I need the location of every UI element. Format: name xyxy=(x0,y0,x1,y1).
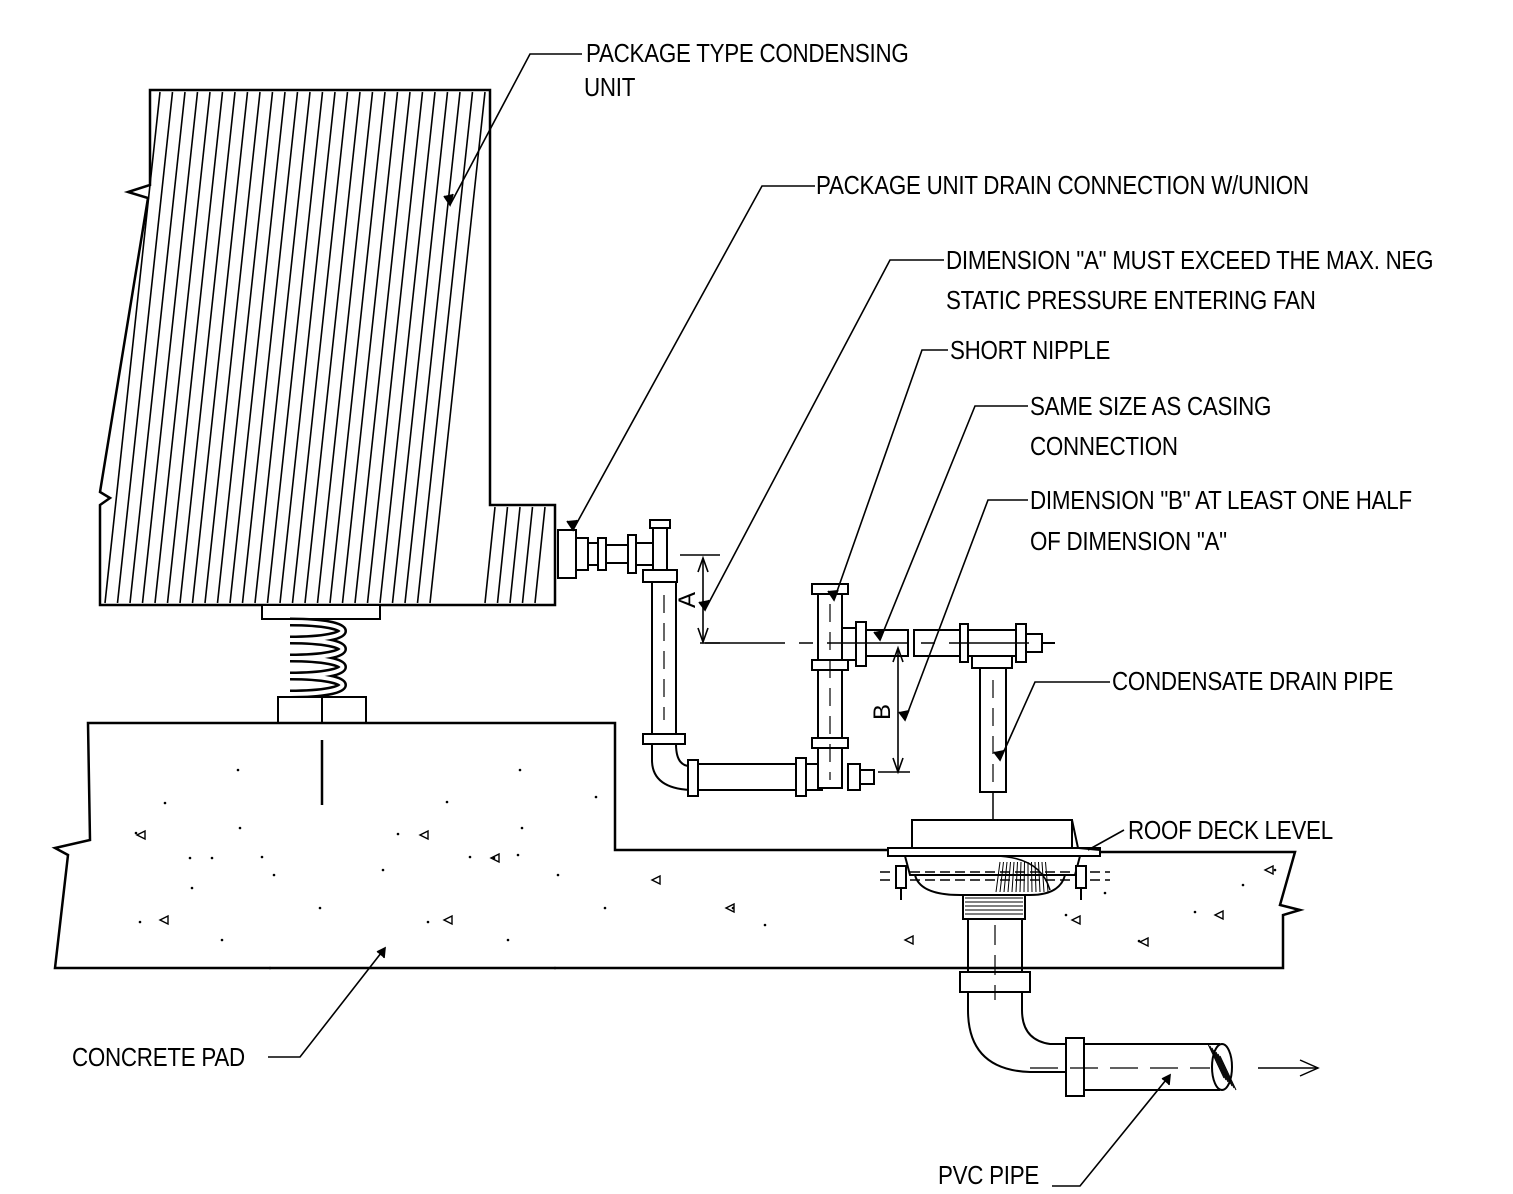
label-dimension-a-1: DIMENSION "A" MUST EXCEED THE MAX. NEG xyxy=(946,245,1434,275)
spring-isolator xyxy=(261,604,381,724)
roof-drain xyxy=(880,819,1110,920)
dimension-a-letter: A xyxy=(674,592,701,608)
concrete-pad xyxy=(51,721,1305,970)
label-dimension-b-2: OF DIMENSION "A" xyxy=(1030,526,1227,556)
label-same-size-2: CONNECTION xyxy=(1030,431,1178,461)
label-roof-deck-level: ROOF DECK LEVEL xyxy=(1128,815,1333,845)
label-short-nipple: SHORT NIPPLE xyxy=(950,335,1111,365)
label-condensate-drain-pipe: CONDENSATE DRAIN PIPE xyxy=(1112,666,1394,696)
label-dimension-b-1: DIMENSION "B" AT LEAST ONE HALF xyxy=(1030,485,1412,515)
leader-lines xyxy=(268,53,1171,1187)
pvc-drain-pipe xyxy=(959,919,1320,1097)
label-pvc-pipe: PVC PIPE xyxy=(938,1160,1040,1190)
label-condensing-unit-1: PACKAGE TYPE CONDENSING xyxy=(586,38,909,68)
label-same-size-1: SAME SIZE AS CASING xyxy=(1030,391,1272,421)
label-concrete-pad: CONCRETE PAD xyxy=(72,1042,245,1072)
dimension-b-letter: B xyxy=(869,704,896,720)
condensate-trap-piping xyxy=(575,519,1055,870)
label-condensing-unit-2: UNIT xyxy=(584,72,636,102)
condensing-unit xyxy=(98,88,577,607)
dimension-a xyxy=(680,554,720,645)
label-dimension-a-2: STATIC PRESSURE ENTERING FAN xyxy=(946,285,1316,315)
label-drain-connection: PACKAGE UNIT DRAIN CONNECTION W/UNION xyxy=(816,170,1309,200)
dimension-b xyxy=(878,645,910,775)
